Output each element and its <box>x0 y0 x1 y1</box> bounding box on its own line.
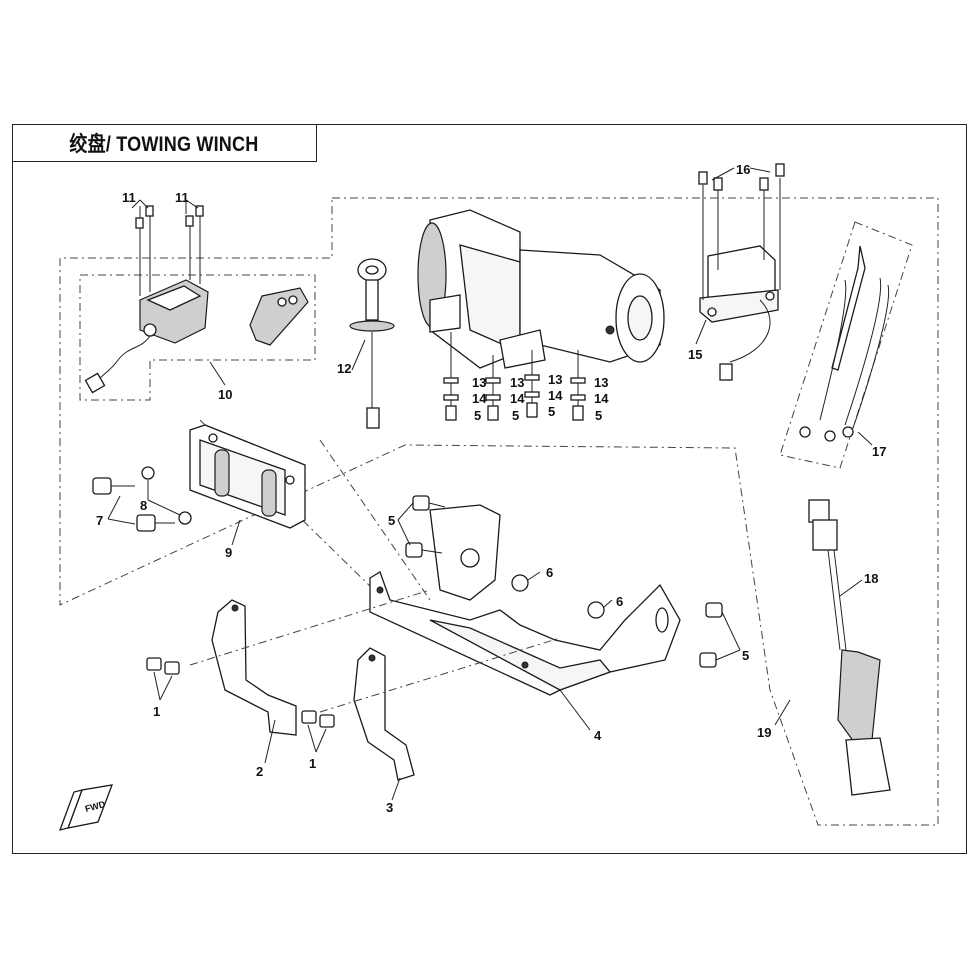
leader-5d <box>715 649 741 661</box>
callout-1: 1 <box>309 756 316 771</box>
callout-19: 19 <box>757 725 771 740</box>
remote-kit-outline <box>79 274 316 401</box>
callout-18: 18 <box>864 571 878 586</box>
leader-7a <box>107 495 121 520</box>
bracket-nuts <box>146 657 335 728</box>
leader-8b <box>147 499 181 516</box>
callout-5: 5 <box>388 513 395 528</box>
callout-5: 5 <box>595 408 602 423</box>
title-box: 绞盘/ TOWING WINCH <box>12 124 317 162</box>
leader-1d <box>315 728 327 753</box>
leader-1a <box>153 671 161 701</box>
leader-18 <box>839 579 863 597</box>
dash-guide-2 <box>319 439 431 601</box>
callout-13: 13 <box>594 375 608 390</box>
dash-guide-3 <box>189 589 431 666</box>
bracket-left <box>211 599 297 736</box>
winch-mount-plate <box>369 504 681 696</box>
battery-cables <box>799 245 890 442</box>
fairlead-bolts <box>92 466 192 532</box>
leader-11b2 <box>185 199 199 209</box>
hook-strap <box>349 258 395 429</box>
leader-5b <box>397 519 411 546</box>
dash-guide-4 <box>319 637 561 713</box>
callout-15: 15 <box>688 347 702 362</box>
screws-16 <box>698 163 785 191</box>
callout-17: 17 <box>872 444 886 459</box>
callout-14: 14 <box>594 391 609 406</box>
callout-13: 13 <box>510 375 524 390</box>
diagram-frame <box>12 124 967 854</box>
leader-12 <box>351 339 366 371</box>
leader-9 <box>231 519 241 546</box>
callout-14: 14 <box>472 391 487 406</box>
leader-19 <box>774 699 791 726</box>
callout-11: 11 <box>122 190 136 205</box>
callout-16: 16 <box>736 162 750 177</box>
leader-5c <box>721 611 741 651</box>
main-assembly-outline <box>59 197 939 826</box>
leader-1c <box>307 724 317 753</box>
leader-3 <box>391 777 401 801</box>
callout-2: 2 <box>256 764 263 779</box>
winch-bolts-washers <box>443 374 586 421</box>
leader-6b <box>603 599 613 608</box>
leader-11a2 <box>139 199 149 209</box>
leader-2 <box>264 719 276 764</box>
cable-kit-outline <box>779 221 913 469</box>
callout-5: 5 <box>474 408 481 423</box>
callout-6: 6 <box>616 594 623 609</box>
plate-bolts <box>405 495 723 668</box>
leader-1b <box>159 675 173 701</box>
leader-4 <box>559 689 591 731</box>
callout-14: 14 <box>548 388 563 403</box>
leader-7b <box>107 518 136 525</box>
callout-6: 6 <box>546 565 553 580</box>
callout-8: 8 <box>140 498 147 513</box>
callout-11: 11 <box>175 190 189 205</box>
callout-5: 5 <box>742 648 749 663</box>
callout-4: 4 <box>594 728 602 743</box>
callout-14: 14 <box>510 391 525 406</box>
fwd-arrow-icon: FWD <box>58 784 114 831</box>
handheld-remote <box>808 499 891 796</box>
leader-6a <box>527 571 541 581</box>
leader-16a <box>711 167 735 181</box>
callout-13: 13 <box>472 375 486 390</box>
leader-16b <box>749 167 771 173</box>
page-title: 绞盘/ TOWING WINCH <box>69 132 259 156</box>
screws-11 <box>135 205 204 229</box>
callout-9: 9 <box>225 545 232 560</box>
wireless-receiver <box>84 279 209 394</box>
callout-3: 3 <box>386 800 393 815</box>
roller-fairlead <box>189 424 306 529</box>
winch-body <box>417 209 665 369</box>
contactor-box <box>699 245 779 381</box>
leader-11a <box>131 199 141 209</box>
leader-10 <box>209 361 226 386</box>
leader-5a <box>397 502 414 521</box>
callout-13: 13 <box>548 372 562 387</box>
callout-5: 5 <box>548 404 555 419</box>
leader-17 <box>857 431 873 446</box>
callout-7: 7 <box>96 513 103 528</box>
callout-5: 5 <box>512 408 519 423</box>
bracket-right <box>353 647 415 781</box>
leader-15 <box>695 319 707 345</box>
key-fob-remote <box>249 287 309 346</box>
callout-12: 12 <box>337 361 351 376</box>
callout-1: 1 <box>153 704 160 719</box>
callout-10: 10 <box>218 387 232 402</box>
